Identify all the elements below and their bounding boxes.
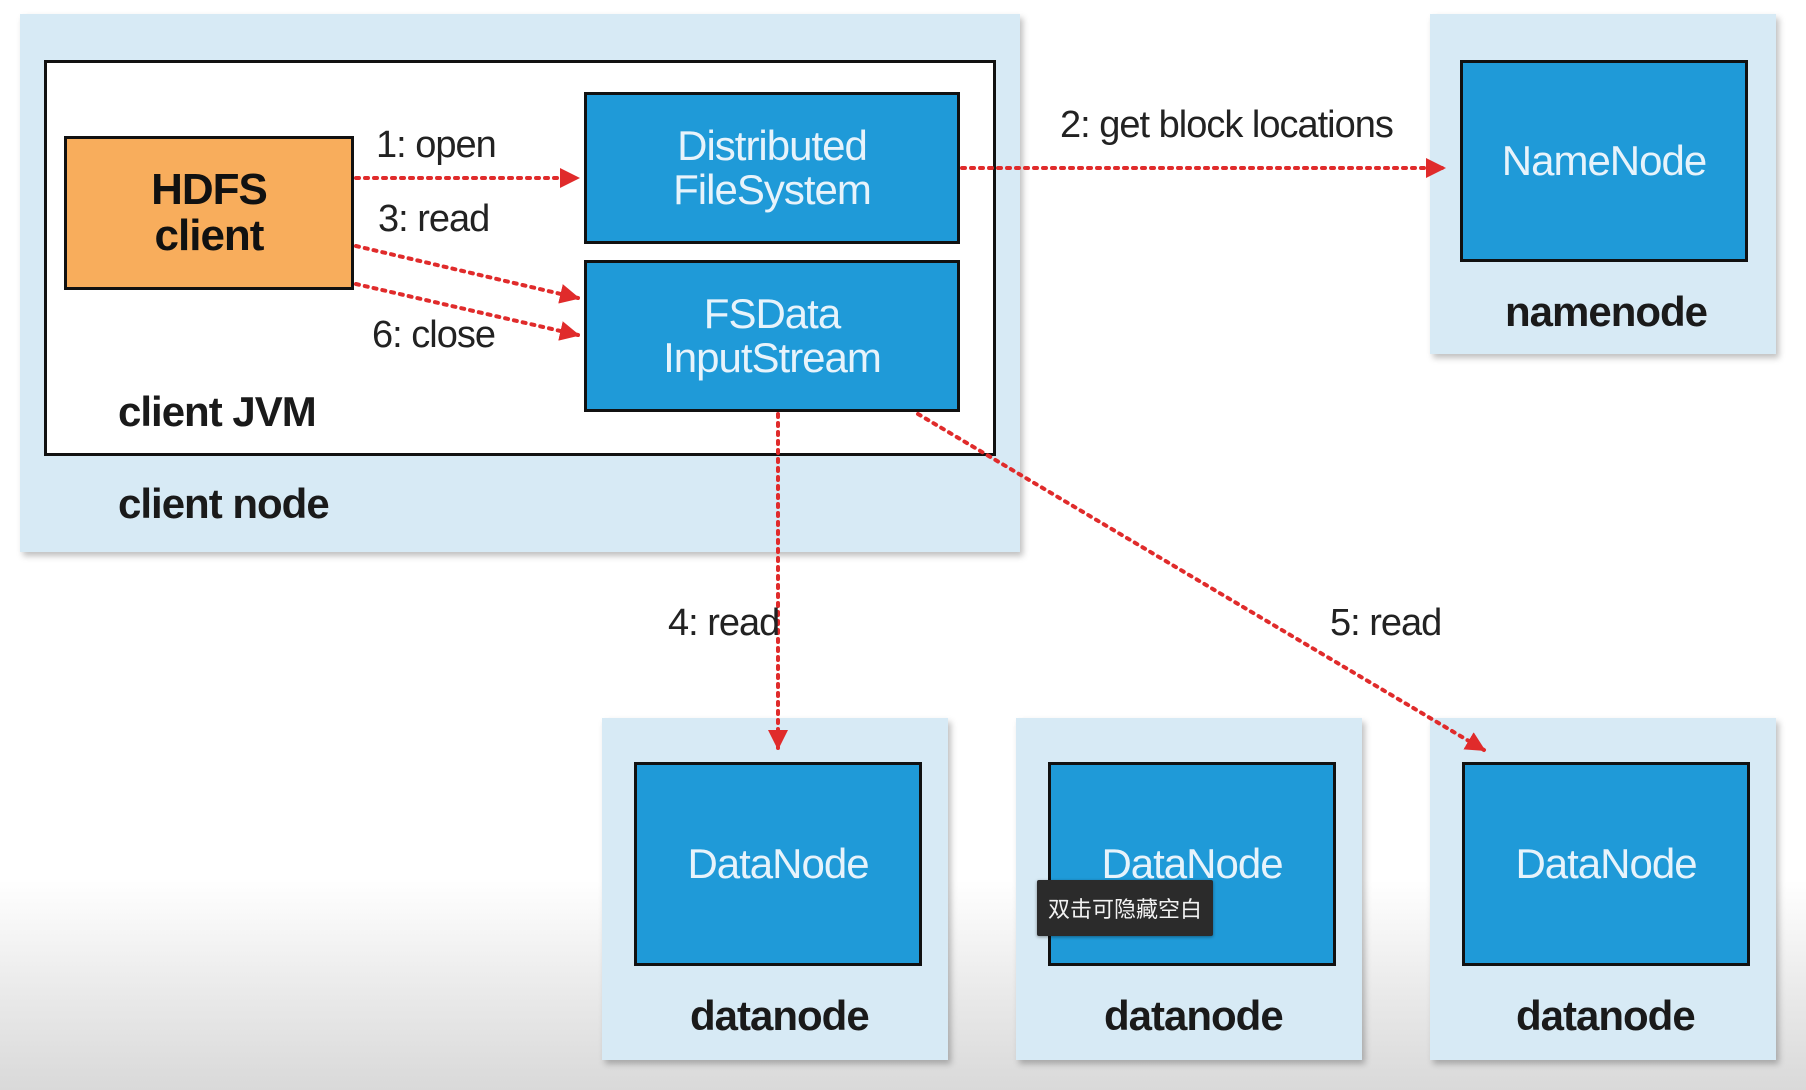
arrow-close: [354, 282, 580, 341]
namenode-box-label: NameNode: [1501, 136, 1707, 184]
edge-label-close: 6: close: [372, 314, 496, 356]
datanode-label-3: datanode: [1516, 992, 1696, 1039]
edge-label-read4: 4: read: [668, 602, 780, 644]
edge-label-get-block-locations: 2: get block locations: [1060, 104, 1394, 146]
namenode-label: namenode: [1505, 288, 1708, 335]
edge-label-read5: 5: read: [1330, 602, 1442, 644]
fsdata-inputstream-box: FSData InputStream: [584, 260, 960, 412]
edge-label-read3: 3: read: [378, 198, 490, 240]
datanode-box-1: DataNode: [634, 762, 922, 966]
hdfs-client-box: HDFS client: [64, 136, 354, 290]
datanode-box-label-2: DataNode: [1101, 839, 1283, 887]
datanode-box-3: DataNode: [1462, 762, 1750, 966]
distributed-filesystem-label: Distributed FileSystem: [673, 121, 872, 213]
datanode-label-1: datanode: [690, 992, 870, 1039]
datanode-box-label-3: DataNode: [1515, 839, 1697, 887]
namenode-box: NameNode: [1460, 60, 1748, 262]
edge-label-open: 1: open: [376, 124, 497, 166]
hdfs-client-label: HDFS client: [151, 164, 268, 260]
hide-blank-tooltip[interactable]: 双击可隐藏空白: [1037, 880, 1213, 936]
datanode-box-label-1: DataNode: [687, 839, 869, 887]
fsdata-inputstream-label: FSData InputStream: [663, 289, 882, 381]
distributed-filesystem-box: Distributed FileSystem: [584, 92, 960, 244]
client-node-label: client node: [118, 480, 330, 527]
datanode-label-2: datanode: [1104, 992, 1284, 1039]
arrow-read3: [354, 244, 580, 304]
client-jvm-label: client JVM: [118, 388, 317, 435]
arrow-read5: [916, 412, 1486, 752]
